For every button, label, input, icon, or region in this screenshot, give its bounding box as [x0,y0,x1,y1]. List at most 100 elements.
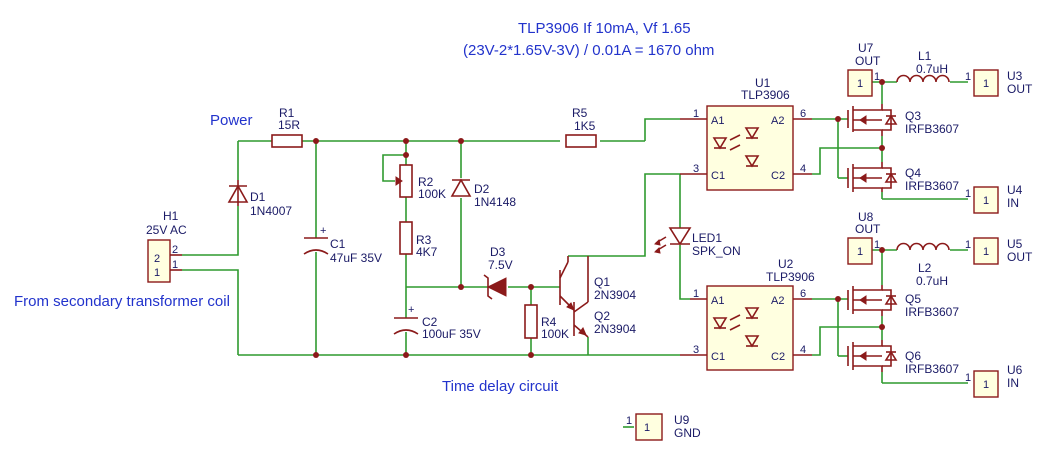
u6-ref: U6 [1007,363,1023,377]
r2-potentiometer: R2 100K [395,164,446,201]
q1-ref: Q1 [594,275,610,289]
c1-ref: C1 [330,237,346,251]
q6-mosfet: Q6 IRFB3607 [847,340,959,376]
r2-ref: R2 [418,175,434,189]
r5-resistor: R5 1K5 [565,106,597,148]
u8-pin: 1 [874,239,880,251]
d1-ref: D1 [250,190,266,204]
u8-inner-pin: 1 [857,246,863,258]
q2-value: 2N3904 [594,322,636,336]
u1-c2: C2 [771,170,785,182]
u2-a2: A2 [771,295,784,307]
d3-ref: D3 [490,245,506,259]
led1: LED1 SPK_ON [653,227,741,258]
q3-value: IRFB3607 [905,122,959,136]
u1-pin3: 3 [693,163,699,175]
u1-ref: U1 [755,76,771,90]
l2-ref: L2 [918,261,932,275]
l1-value: 0.7uH [916,62,948,76]
q4-value: IRFB3607 [905,179,959,193]
u9-inner-pin: 1 [644,422,650,434]
u2-pin3: 3 [693,344,699,356]
u9-gnd-connector: 1 1 U9 GND [626,413,701,441]
u6-connector: 1 1 U6 IN [965,363,1023,398]
u1-c1: C1 [711,170,725,182]
q5-ref: Q5 [905,292,921,306]
u7-inner-pin: 1 [857,78,863,90]
u4-value: IN [1007,196,1019,210]
u1-pin6: 6 [800,108,806,120]
q1-value: 2N3904 [594,288,636,302]
u2-c1: C1 [711,351,725,363]
r4-ref: R4 [541,315,557,329]
u1-pin4: 4 [800,163,806,175]
h1-pin2: 2 [172,244,178,256]
d2-diode: D2 1N4148 [450,178,516,209]
u2-value: TLP3906 [766,270,815,284]
u5-ref: U5 [1007,237,1023,251]
c2-capacitor: + C2 100uF 35V [393,304,481,341]
h1-pin1: 1 [172,259,178,271]
u3-ref: U3 [1007,69,1023,83]
u2-pin6: 6 [800,288,806,300]
wires [182,81,968,428]
u9-value: GND [674,426,701,440]
r1-resistor: R1 15R [271,106,303,148]
u1-a1: A1 [711,115,724,127]
h1-inner-pin1: 1 [154,267,160,279]
u7-value: OUT [855,54,881,68]
u1-optocoupler: A1 C1 A2 C2 1 3 6 4 U1 TLP3906 [680,76,812,191]
q4-mosfet: Q4 IRFB3607 [847,162,959,193]
d2-ref: D2 [474,182,490,196]
u7-pin: 1 [874,71,880,83]
c1-value: 47uF 35V [330,251,382,265]
r3-value: 4K7 [416,245,438,259]
u2-a1: A1 [711,295,724,307]
u7-connector: 1 1 U7 OUT [847,41,881,97]
u1-value: TLP3906 [741,88,790,102]
u4-pin: 1 [965,188,971,200]
q2-ref: Q2 [594,309,610,323]
junction-dots [313,79,885,358]
u2-pin1: 1 [693,288,699,300]
q6-value: IRFB3607 [905,362,959,376]
d2-value: 1N4148 [474,195,516,209]
u5-pin: 1 [965,239,971,251]
l1-ref: L1 [918,49,932,63]
power-note: Power [210,112,253,129]
led1-value: SPK_ON [692,244,741,258]
u5-inner-pin: 1 [983,246,989,258]
u1-a2: A2 [771,115,784,127]
u3-connector: 1 1 U3 OUT [965,69,1033,97]
h1-connector: H1 25V AC 2 1 2 1 [146,209,187,283]
u4-connector: 1 1 U4 IN [965,183,1023,214]
d3-zener: D3 7.5V [483,245,513,300]
u7-ref: U7 [858,41,874,55]
l2-inductor: L2 0.7uH [896,242,950,288]
u2-c2: C2 [771,351,785,363]
u4-ref: U4 [1007,183,1023,197]
u8-value: OUT [855,222,881,236]
u1-pin1: 1 [693,108,699,120]
h1-ref: H1 [163,209,179,223]
r3-resistor: R3 4K7 [399,221,438,259]
u4-inner-pin: 1 [983,195,989,207]
u8-ref: U8 [858,210,874,224]
c2-plus-icon: + [408,304,414,316]
led1-ref: LED1 [692,231,722,245]
r5-ref: R5 [572,106,588,120]
u8-connector: 1 1 U8 OUT [847,210,881,265]
u2-pin4: 4 [800,344,806,356]
u2-optocoupler: A1 C1 A2 C2 1 3 6 4 U2 TLP3906 [680,257,815,371]
r1-ref: R1 [279,106,295,120]
q3-mosfet: Q3 IRFB3607 [847,104,959,136]
from-coil-note: From secondary transformer coil [14,293,230,310]
r2-value: 100K [418,187,446,201]
u6-value: IN [1007,376,1019,390]
delay-note: Time delay circuit [442,378,559,395]
c2-ref: C2 [422,315,438,329]
r4-value: 100K [541,327,569,341]
d3-value: 7.5V [488,258,513,272]
r1-value: 15R [278,118,300,132]
